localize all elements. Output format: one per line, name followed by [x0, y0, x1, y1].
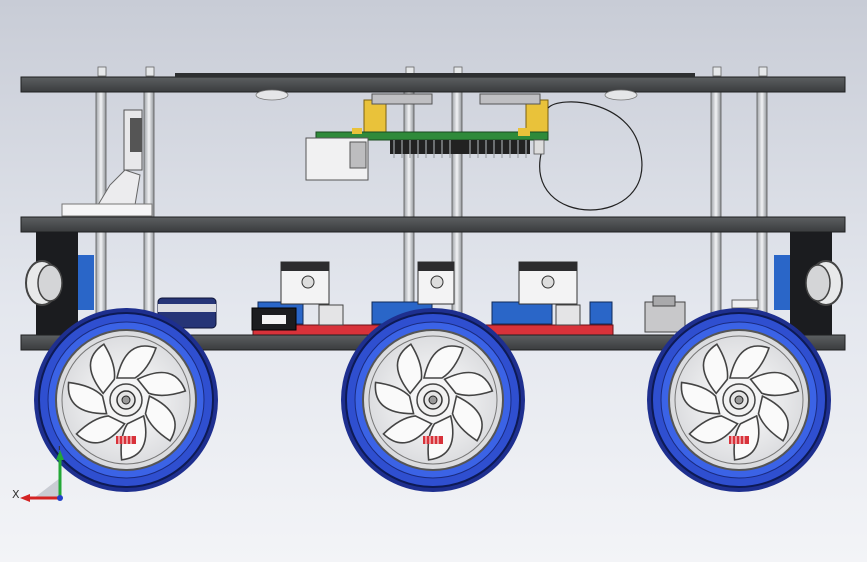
x-axis-label: X	[12, 488, 20, 501]
middle-plate[interactable]	[20, 216, 846, 233]
power-connector	[644, 295, 759, 333]
y-axis-label: Y	[55, 446, 63, 453]
wheel-middle[interactable]	[340, 307, 526, 493]
camera-mount	[61, 109, 153, 217]
motor-bracket-right	[774, 232, 843, 336]
wheel-rear[interactable]	[646, 307, 832, 493]
wheels[interactable]	[33, 307, 832, 493]
orientation-triad: X Y	[12, 446, 64, 502]
top-plate[interactable]	[20, 73, 846, 101]
motor-bracket-left	[25, 232, 94, 336]
controller-board[interactable]	[305, 93, 643, 211]
capacitor	[157, 297, 217, 329]
